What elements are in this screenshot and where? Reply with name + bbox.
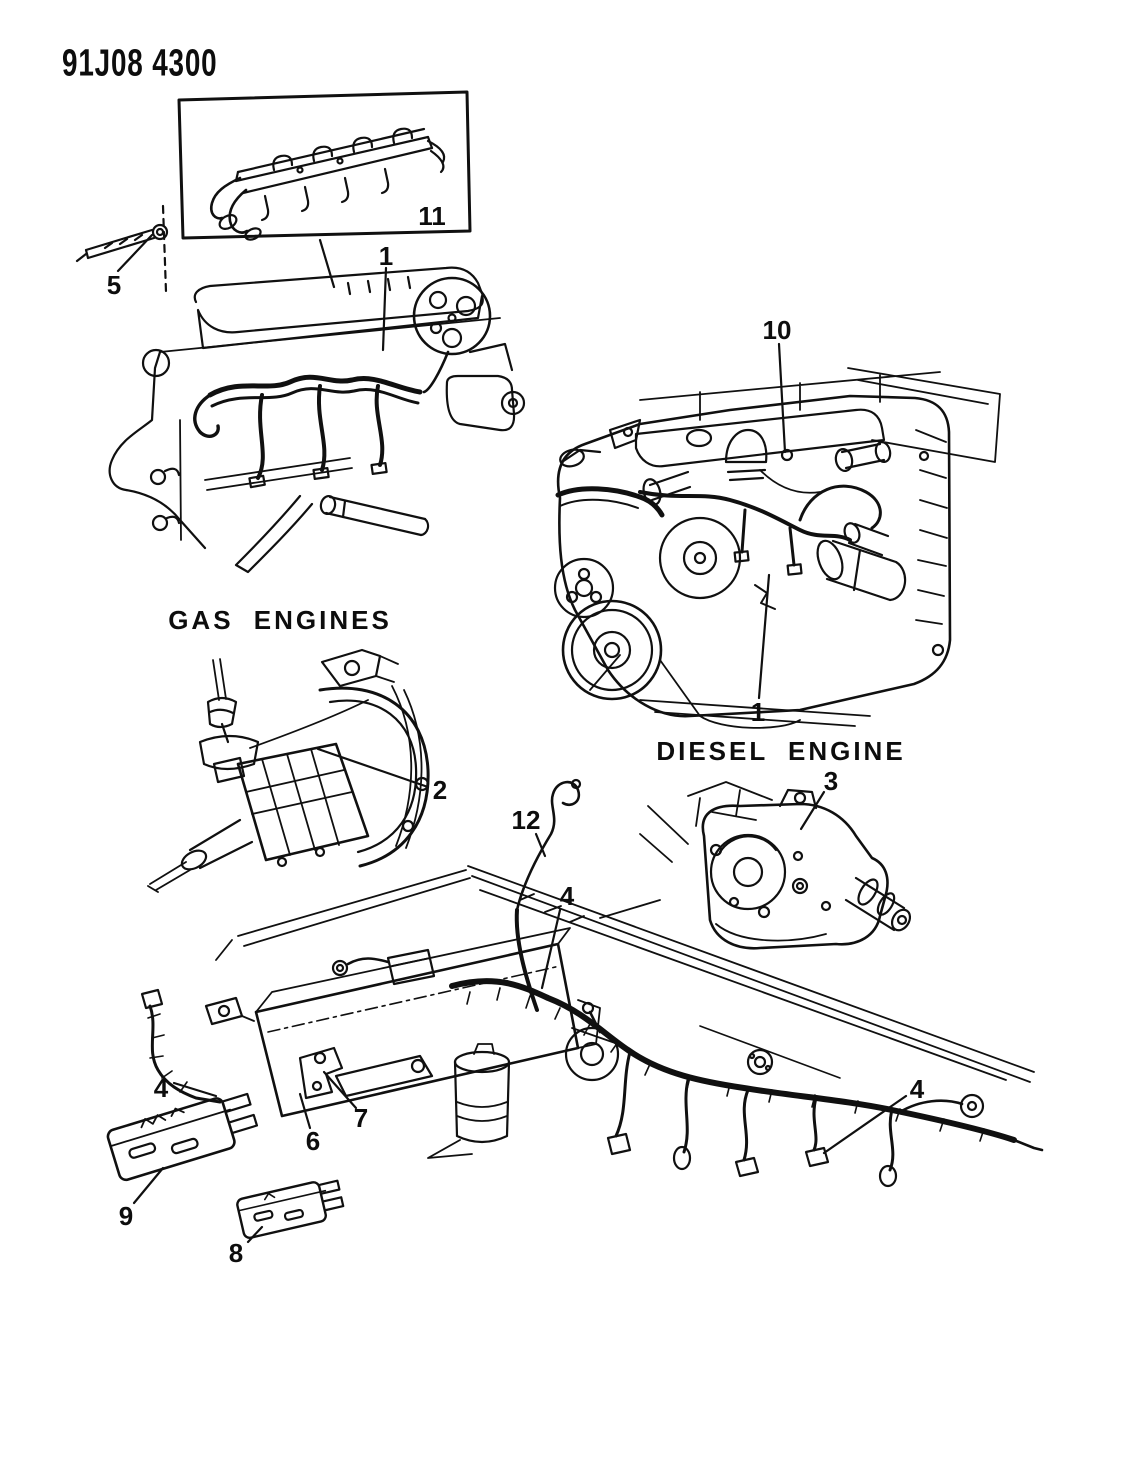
leader-4-mid (540, 908, 562, 990)
engine-bay-harness-illustration (140, 778, 1044, 1188)
clip-5-illustration (75, 223, 169, 263)
injector-harness-box-illustration (177, 90, 472, 241)
leader-5 (116, 233, 154, 273)
transfer-case-illustration (639, 781, 912, 950)
leader-6 (298, 1092, 312, 1130)
caption-gas-engines: GAS ENGINES (168, 605, 392, 635)
leader-11-install (318, 238, 336, 289)
clip-5-install-line (161, 204, 168, 294)
callout-4-right: 4 (909, 1074, 925, 1104)
leader-4-right (822, 1094, 908, 1155)
diesel-engine-illustration (553, 367, 1001, 729)
fuse-8-illustration (236, 1179, 345, 1239)
fuse-9-illustration (106, 1092, 259, 1182)
callout-leader-lines (116, 233, 908, 1244)
callout-11: 11 (418, 201, 446, 231)
leader-1-gas (381, 266, 388, 352)
leader-3 (799, 790, 826, 831)
callout-4-mid: 4 (559, 881, 575, 911)
leader-9 (132, 1166, 165, 1205)
callout-7: 7 (353, 1103, 369, 1133)
callout-6: 6 (305, 1126, 321, 1156)
gas-engine-illustration (108, 266, 526, 574)
leader-1-diesel (757, 573, 771, 700)
callout-12: 12 (511, 805, 541, 835)
callout-2: 2 (432, 775, 448, 805)
callout-4-left: 4 (153, 1073, 169, 1103)
transmission-illustration (147, 648, 430, 893)
leader-12 (534, 832, 547, 858)
callout-1-gas: 1 (378, 241, 394, 271)
caption-diesel-engine: DIESEL ENGINE (656, 736, 906, 766)
page-code: 91J08 4300 (62, 41, 218, 85)
leader-8 (246, 1225, 264, 1244)
callout-5: 5 (106, 270, 122, 300)
callout-10: 10 (762, 315, 792, 345)
callout-9: 9 (118, 1201, 134, 1231)
leader-2 (316, 747, 430, 789)
callout-1-diesel: 1 (750, 697, 766, 727)
leader-10 (777, 342, 787, 454)
callout-3: 3 (823, 766, 839, 796)
leader-7 (322, 1070, 358, 1110)
callout-8: 8 (228, 1238, 244, 1268)
leader-4-left (172, 1081, 218, 1098)
